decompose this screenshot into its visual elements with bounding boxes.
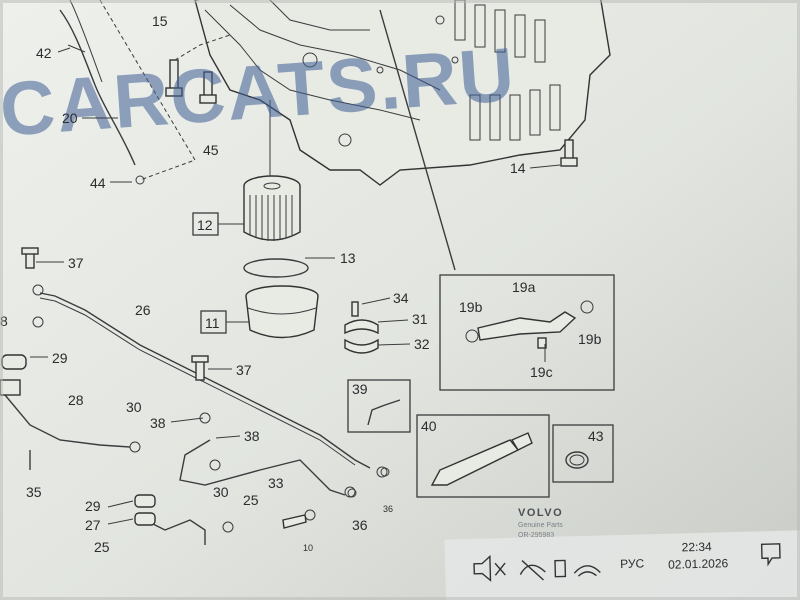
callout-36-b: 36 — [383, 504, 393, 514]
callout-26: 26 — [135, 302, 151, 318]
callout-35: 35 — [26, 484, 42, 500]
bolt-37-center — [191, 355, 209, 381]
callout-labels: 15 42 20 44 45 14 12 13 11 37 37 26 29 8… — [0, 13, 604, 555]
network-icon[interactable] — [519, 560, 546, 581]
bolt-45 — [199, 71, 217, 104]
callout-43: 43 — [588, 428, 604, 444]
callout-25: 25 — [243, 492, 259, 508]
callout-42: 42 — [36, 45, 52, 61]
brand-subtitle: Genuine Parts — [518, 522, 563, 529]
callout-12: 12 — [197, 217, 213, 233]
callout-29: 29 — [52, 350, 68, 366]
dipstick-tube — [59, 0, 196, 185]
callout-38-left: 38 — [150, 415, 166, 431]
oil-pan — [194, 0, 611, 186]
callout-27: 27 — [85, 517, 101, 533]
callout-38-right: 38 — [244, 428, 260, 444]
language-indicator[interactable]: РУС — [620, 556, 645, 571]
o-ring-13 — [243, 258, 309, 278]
callout-45: 45 — [203, 142, 219, 158]
leader-lines — [30, 47, 561, 525]
callout-30-top: 30 — [126, 399, 142, 415]
callout-19a: 19a — [512, 279, 536, 295]
callout-44: 44 — [90, 175, 106, 191]
speaker-muted-icon[interactable] — [473, 554, 506, 582]
taskbar: РУС 22:34 02.01.2026 — [444, 530, 800, 600]
notification-icon[interactable] — [760, 543, 781, 567]
oil-pipe-27 — [134, 494, 206, 545]
callout-19c: 19c — [530, 364, 553, 380]
clamp-31-32 — [344, 301, 379, 354]
bolt-37-left — [21, 247, 39, 269]
callout-10: 10 — [303, 543, 313, 553]
callout-19b-left: 19b — [459, 299, 483, 315]
callout-11: 11 — [205, 315, 220, 331]
brand-code: OR-295983 — [518, 532, 554, 539]
callout-29-bottom: 29 — [85, 498, 101, 514]
oil-filter — [243, 100, 301, 241]
callout-20: 20 — [62, 110, 78, 126]
callout-37-center: 37 — [236, 362, 252, 378]
brand-stamp: VOLVO Genuine Parts OR-295983 — [518, 507, 563, 539]
callout-13: 13 — [340, 250, 356, 266]
callout-34: 34 — [393, 290, 409, 306]
callout-36-a: 36 — [352, 517, 368, 533]
brand-name: VOLVO — [518, 507, 563, 519]
callout-30-bottom: 30 — [213, 484, 229, 500]
callout-19b-right: 19b — [578, 331, 602, 347]
clock-time[interactable]: 22:34 — [682, 540, 713, 555]
callout-box-40 — [416, 414, 550, 498]
callout-box-19 — [439, 274, 615, 391]
callout-28: 28 — [68, 392, 84, 408]
wifi-icon[interactable] — [573, 565, 601, 577]
callout-14: 14 — [510, 160, 526, 176]
bolt-15 — [165, 59, 183, 97]
callout-37-left: 37 — [68, 255, 84, 271]
filter-housing — [245, 285, 319, 339]
battery-icon[interactable] — [554, 559, 567, 578]
callout-box-43 — [552, 424, 614, 483]
callout-31: 31 — [412, 311, 428, 327]
callout-32: 32 — [414, 336, 430, 352]
callout-15: 15 — [152, 13, 168, 29]
callout-33: 33 — [268, 475, 284, 491]
callout-39: 39 — [352, 381, 368, 397]
pan-ribs — [454, 0, 561, 141]
bolt-14 — [560, 139, 578, 167]
clock-date[interactable]: 02.01.2026 — [668, 556, 729, 572]
callout-8: 8 — [0, 313, 8, 329]
callout-40: 40 — [421, 418, 437, 434]
callout-box-39 — [347, 379, 411, 433]
callout-25-bottom: 25 — [94, 539, 110, 555]
oil-pipe-28 — [0, 379, 141, 453]
